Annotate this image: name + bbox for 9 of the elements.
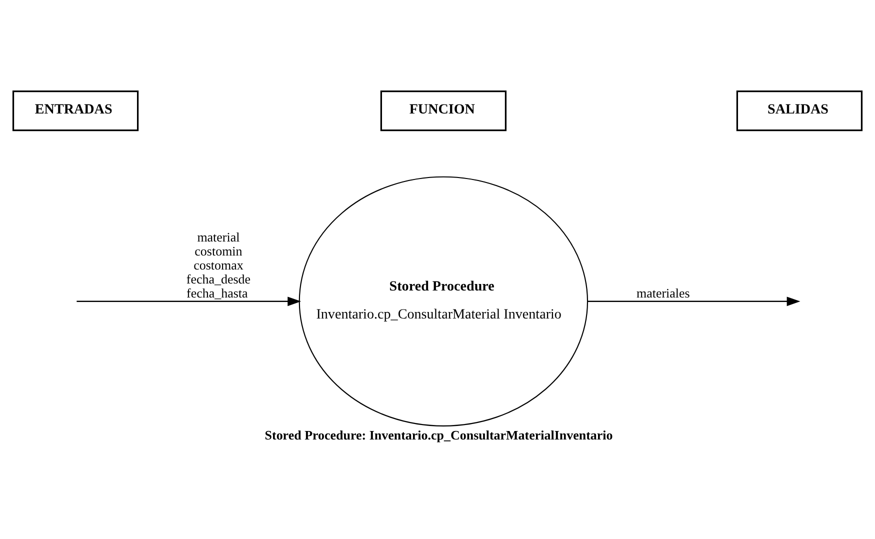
arrow	[588, 296, 800, 306]
caption: Stored Procedure: Inventario.cp_ConsultarMaterialInventario	[264, 427, 613, 442]
arrow	[76, 296, 302, 306]
node-box: ENTRADAS	[12, 90, 139, 131]
node-ellipse: Stored Procedure Inventario.cp_ConsultarMaterial Inventario	[298, 176, 588, 426]
node-box: SALIDAS	[736, 90, 863, 131]
node-box: FUNCION	[380, 90, 507, 131]
edge-label: materiales	[636, 285, 690, 300]
edge-label: material costomin costomax fecha_desde fecha_hasta	[186, 228, 251, 300]
